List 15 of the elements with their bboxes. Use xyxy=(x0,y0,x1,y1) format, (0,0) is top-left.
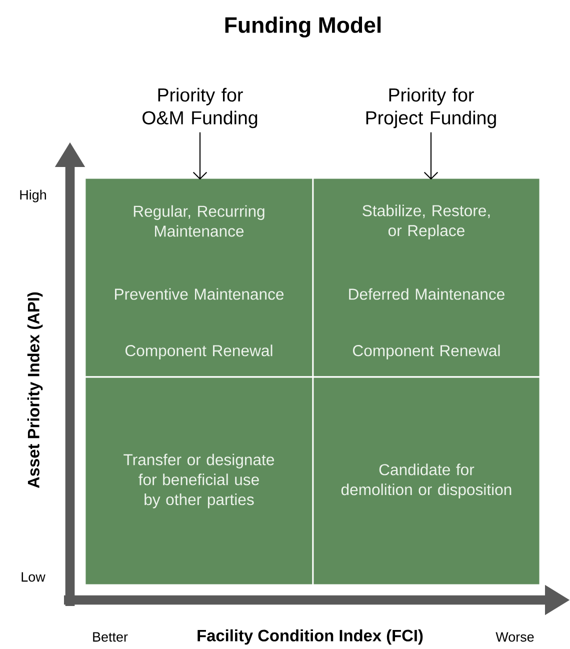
arrow xyxy=(192,132,208,180)
quadrant-box: Transfer or designate for beneficial use by other parties xyxy=(84,376,314,586)
axis-tick-label: Better xyxy=(93,632,128,642)
title: Funding Model xyxy=(225,16,381,38)
quadrant-box: Stabilize, Restore, or Replace Deferred Maintenance Component Renewal xyxy=(312,177,541,378)
arrow xyxy=(424,132,438,180)
axis-title: Facility Condition Index (FCI) xyxy=(198,629,423,645)
column-heading: Priority for O&M Funding xyxy=(142,88,258,128)
quadrant-box: Candidate for demolition or disposition xyxy=(312,376,541,586)
axis-tick-label: Worse xyxy=(496,632,534,642)
quadrant-box: Regular, Recurring Maintenance Preventive Maintenance Component Renewal xyxy=(84,177,314,378)
axis-tick-label: Low xyxy=(22,572,46,582)
axis-tick-label: High xyxy=(20,190,46,202)
axis-title: Asset Priority Index (API) xyxy=(27,292,43,488)
column-heading: Priority for Project Funding xyxy=(366,88,496,128)
